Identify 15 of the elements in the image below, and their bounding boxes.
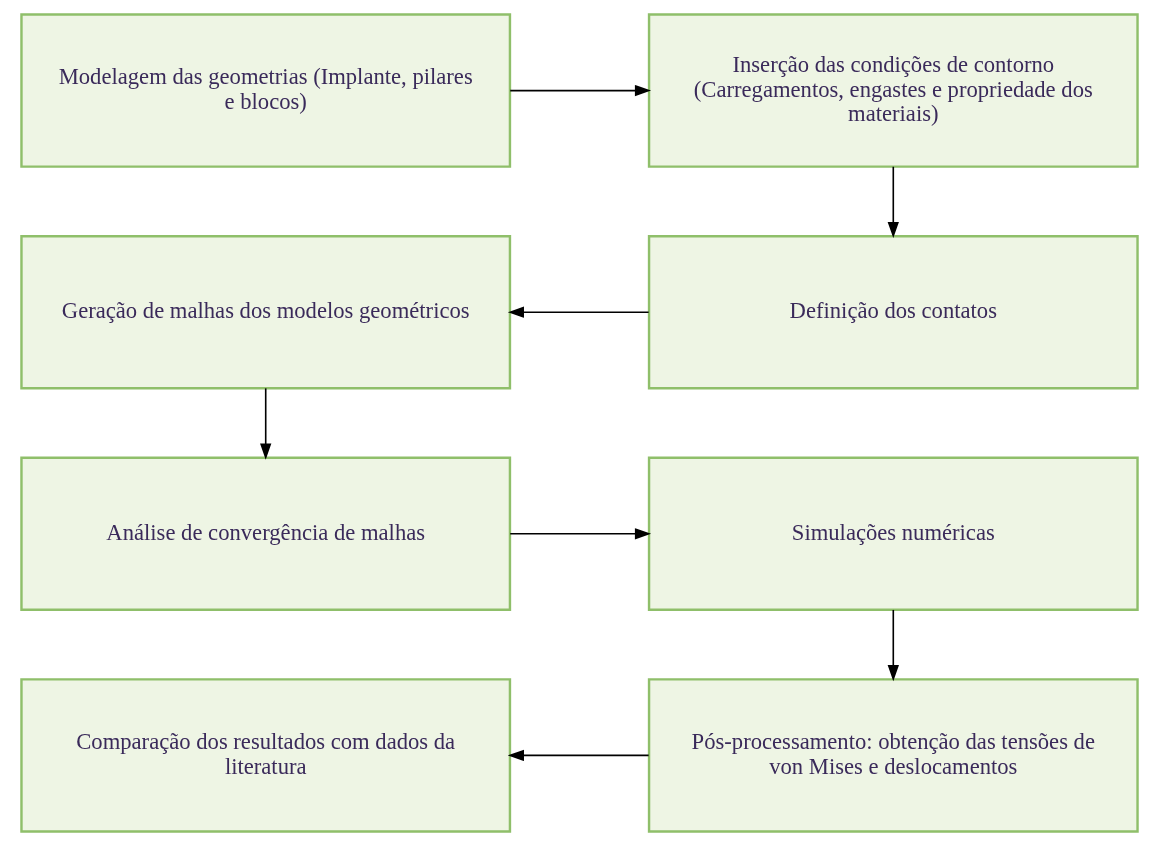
arrow [508, 84, 651, 97]
node-box: Modelagem das geometrias (Implante, pilares e blocos) [19, 13, 511, 168]
node-box: Definição dos contatos [647, 234, 1139, 390]
node-box: Pós-processamento: obtenção das tensões de von Mises e deslocamentos [647, 678, 1139, 833]
arrow [887, 165, 899, 239]
arrow [508, 528, 651, 540]
node-box: Geração de malhas dos modelos geométricos [19, 234, 511, 390]
arrow [887, 609, 899, 682]
arrow [259, 387, 271, 460]
node-box: Inserção das condições de contorno (Carregamentos, engastes e propriedade dos materiais) [647, 13, 1139, 168]
arrow [507, 749, 649, 762]
node-box: Análise de convergência de malhas [19, 456, 511, 612]
node-box: Comparação dos resultados com dados da literatura [19, 678, 511, 833]
arrow [507, 306, 649, 318]
node-box: Simulações numéricas [647, 456, 1139, 612]
